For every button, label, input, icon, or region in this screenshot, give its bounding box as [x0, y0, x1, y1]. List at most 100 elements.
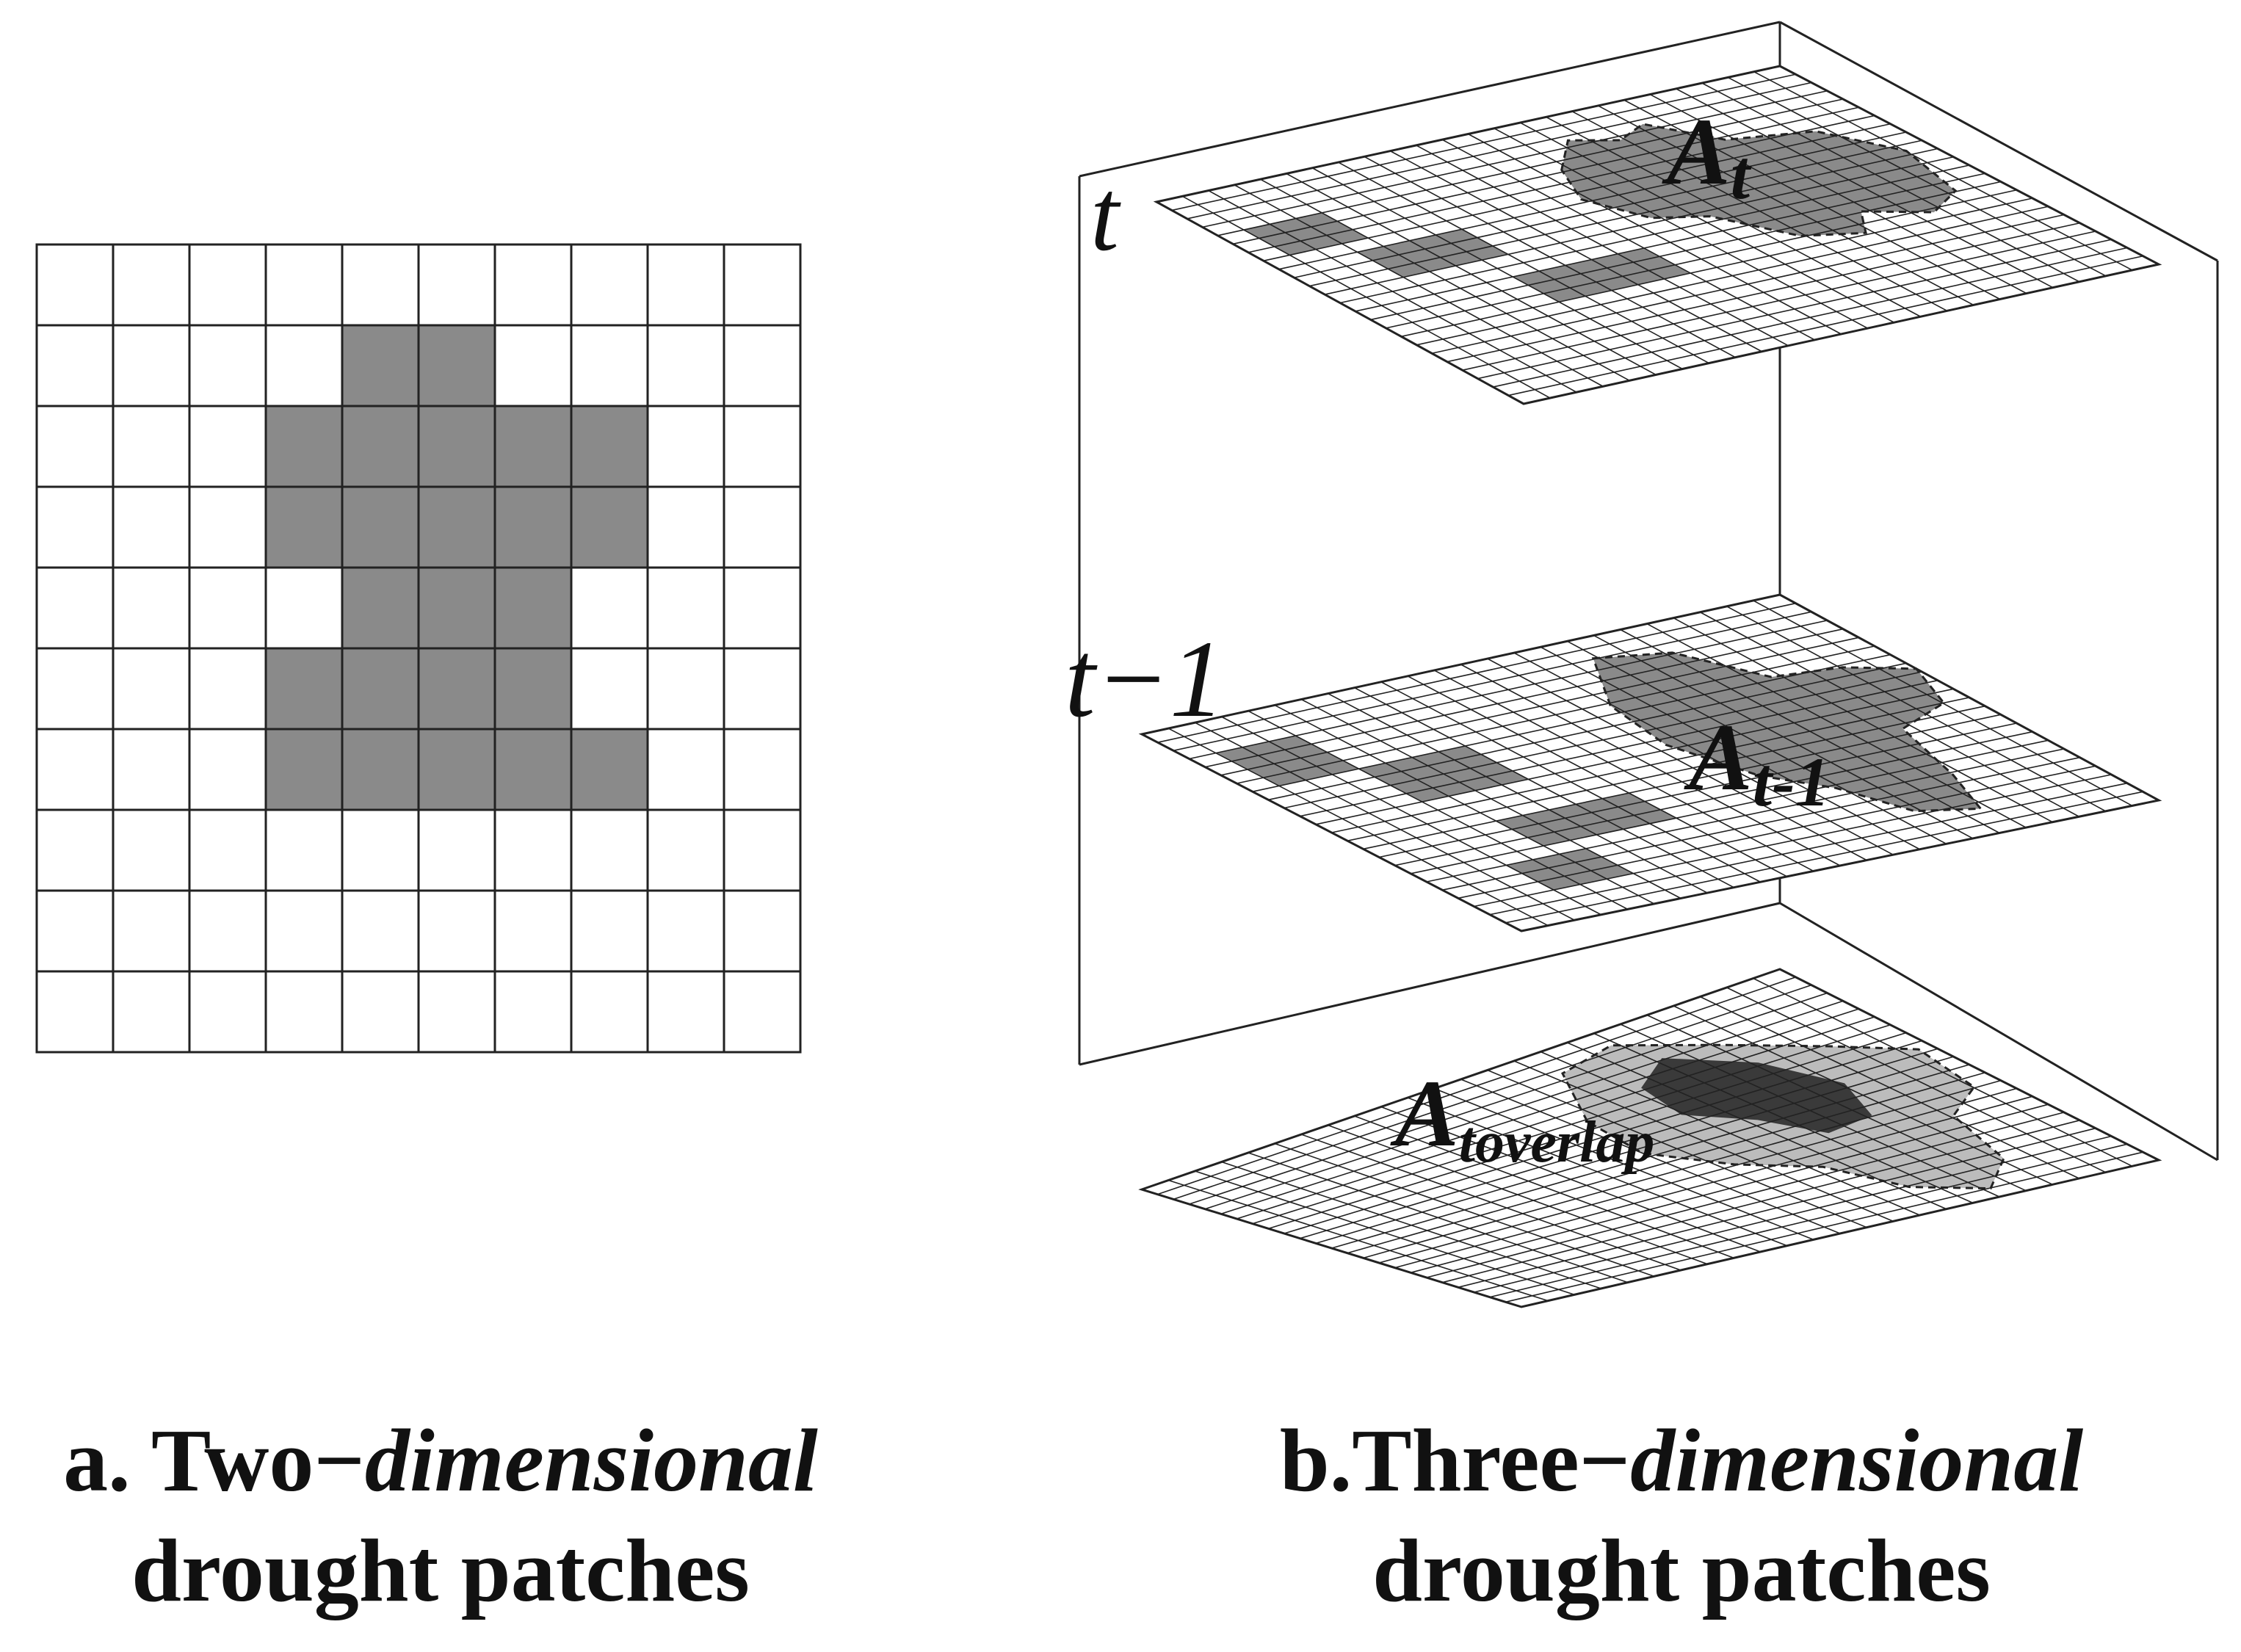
grid-cell — [188, 808, 267, 892]
grid-cell — [264, 808, 344, 892]
drought-cell — [417, 647, 496, 731]
grid-cell — [723, 889, 802, 973]
grid-cell — [264, 566, 344, 650]
grid-line — [1699, 612, 2079, 817]
grid-cell — [341, 808, 420, 892]
drought-cell — [570, 405, 649, 488]
drought-cell — [341, 405, 420, 488]
grid-cell — [112, 485, 191, 569]
drought-cell — [570, 728, 649, 811]
grid-cell — [646, 889, 725, 973]
grid-line — [1753, 977, 2133, 1167]
grid-cell — [341, 243, 420, 327]
cube-top-edge — [1079, 21, 1781, 178]
drought-cell — [493, 566, 573, 650]
grid-cell — [493, 970, 573, 1054]
grid-cell — [35, 324, 115, 407]
caption-two-dimensional: a. Two−dimensional drought patches — [0, 1406, 881, 1626]
grid-cell — [417, 808, 496, 892]
grid-cell — [570, 243, 649, 327]
drought-cell — [264, 485, 344, 569]
patch-a-overlap-dark — [1641, 1058, 1872, 1134]
grid-cell — [112, 647, 191, 731]
grid-cell — [723, 243, 802, 327]
patch-label-a-t: At — [1662, 99, 1752, 214]
drought-cell — [264, 728, 344, 811]
time-layers — [1138, 65, 2162, 1308]
drought-cell — [417, 728, 496, 811]
drought-cell — [264, 647, 344, 731]
grid-line — [1489, 782, 2128, 916]
layer-label-t-minus-1: t−1 — [1065, 618, 1225, 740]
grid-cell — [570, 889, 649, 973]
grid-cell — [646, 647, 725, 731]
grid-line — [1489, 1143, 2128, 1298]
grid-cell — [417, 243, 496, 327]
grid-cell — [646, 405, 725, 488]
grid-cell — [112, 970, 191, 1054]
patch-label-a-t1-base: A — [1684, 705, 1753, 811]
grid-cell — [646, 485, 725, 569]
drought-cell — [417, 324, 496, 407]
grid-line — [1726, 606, 2107, 812]
grid-line — [1726, 987, 2107, 1173]
drought-cell — [493, 485, 573, 569]
grid-cell — [112, 405, 191, 488]
grid-cell — [112, 243, 191, 327]
patch-label-a-overlap: Atoverlap — [1390, 1061, 1654, 1175]
grid-cell — [646, 970, 725, 1054]
grid-cell — [646, 728, 725, 811]
grid-cell — [264, 243, 344, 327]
grid-cell — [723, 647, 802, 731]
drought-cell — [341, 485, 420, 569]
grid-cell — [723, 566, 802, 650]
drought-cell — [341, 324, 420, 407]
grid-cell — [188, 485, 267, 569]
cube-front-frame — [1078, 176, 2219, 1162]
grid-cell — [341, 970, 420, 1054]
grid-line — [1701, 82, 2080, 283]
grid-cell — [112, 728, 191, 811]
drought-cell — [493, 728, 573, 811]
layer-outline — [1138, 968, 2162, 1308]
grid-cell — [646, 566, 725, 650]
drought-cell — [264, 405, 344, 488]
layer-t-1 — [1138, 593, 2162, 932]
grid-cell — [417, 970, 496, 1054]
three-dimensional-cube — [1078, 21, 2219, 1308]
cube-base-back-edge — [1079, 902, 1781, 1066]
patch-label-a-ov-sub: toverlap — [1459, 1110, 1655, 1175]
grid-cell — [188, 647, 267, 731]
layer-label-t: t — [1090, 159, 1121, 272]
grid-line — [1462, 231, 2096, 371]
grid-cell — [570, 324, 649, 407]
drought-cell — [341, 566, 420, 650]
patch-label-a-t-base: A — [1662, 99, 1731, 205]
drought-cell — [417, 566, 496, 650]
drought-cell — [493, 405, 573, 488]
layer-t — [1153, 65, 2162, 405]
caption-a-italic: dimensional — [364, 1411, 818, 1510]
cube-top-edge — [1779, 21, 2218, 262]
grid-cell — [723, 324, 802, 407]
grid-cell — [35, 808, 115, 892]
grid-cell — [112, 889, 191, 973]
grid-cell — [341, 889, 420, 973]
grid-cell — [188, 324, 267, 407]
grid-cell — [493, 324, 573, 407]
grid-cell — [723, 728, 802, 811]
grid-line — [1505, 791, 2143, 924]
caption-a-line2: drought patches — [131, 1521, 750, 1620]
layer-overlap — [1138, 968, 2162, 1308]
grid-cell — [493, 808, 573, 892]
caption-three-dimensional: b.Three−dimensional drought patches — [1204, 1406, 2159, 1626]
caption-b-italic: dimensional — [1630, 1411, 2084, 1510]
grid-cell — [35, 970, 115, 1054]
grid-cell — [646, 243, 725, 327]
grid-cell — [723, 405, 802, 488]
caption-b-prefix: b.Three− — [1279, 1411, 1631, 1510]
grid-cell — [570, 566, 649, 650]
grid-cell — [493, 889, 573, 973]
grid-cell — [188, 970, 267, 1054]
